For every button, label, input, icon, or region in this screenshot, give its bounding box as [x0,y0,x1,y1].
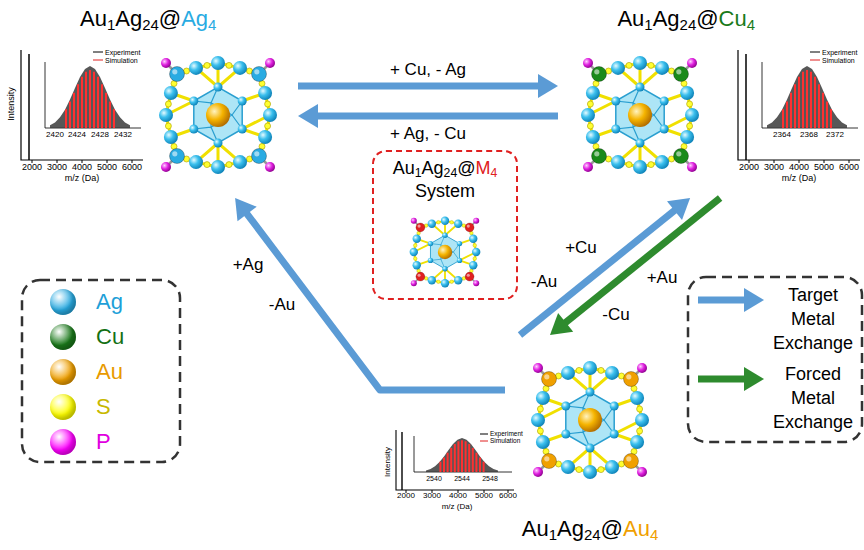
cluster-title: Au1Ag24@Au4 [522,516,658,544]
legend-text: Cu [96,325,124,349]
edge-label: +Au [645,268,680,288]
chart-label: 2368 [800,131,818,139]
legend-swatch [50,289,76,315]
chart-label: 2544 [454,475,470,482]
chart-label: 4000 [789,163,809,172]
chart-label: 5000 [814,163,834,172]
chart-label: 2372 [826,131,844,139]
exchange-label: -Au [529,272,559,292]
chart-label: m/z (Da) [442,503,473,511]
chart-label: 4000 [449,492,467,500]
chart-label: Simulation [105,57,138,64]
edge-label: +Ag [231,255,266,275]
legend-arrow-sample [698,288,764,312]
legend-swatch [50,324,76,350]
edge-label: + Ag, - Cu [388,124,468,144]
system-box: Au1Ag24@M4 System [372,150,518,300]
legend-arrow-sample [698,367,764,391]
chart-label: Intensity [384,447,392,477]
arrow-shaft [245,211,505,390]
legend-swatch [50,429,76,455]
arrow-shaft [298,83,542,90]
chart-label: 4000 [72,163,92,172]
arrow-shaft [314,112,558,119]
chart-label: Experiment [490,431,523,438]
legend-text: P [96,430,111,454]
chart-label: 2424 [68,131,86,139]
arrow-head [667,198,690,220]
legend-text: Ag [96,290,123,314]
chart-label: 3000 [47,163,67,172]
cluster-model [159,56,277,174]
mass-spectrum [21,50,143,163]
chart-label: m/z (Da) [65,174,100,183]
cluster-title: Au1Ag24@M4 System [380,158,510,203]
cluster-model [531,361,649,479]
arrow-head [550,313,573,335]
chart-label: 5000 [97,163,117,172]
exchange-arrow [550,198,720,335]
legend-text: Target Metal Exchange [770,283,856,355]
exchange-arrow [520,198,690,335]
legend-frame [688,277,862,442]
cluster-node: Au1Ag24@Au4 [505,335,675,546]
chart-label: Experiment [105,49,140,56]
exchange-label: -Au [267,295,297,315]
legend-swatch [50,359,76,385]
chart-label: Experiment [822,49,857,56]
chart-label: 2540 [426,475,442,482]
legend-text: Au [96,360,123,384]
arrow-head [298,104,318,128]
chart-label: Intensity [7,87,16,121]
chart-label: 5000 [475,492,493,500]
legend-frame [22,280,180,462]
mass-spectrum [738,50,860,163]
chart-label: 2548 [482,475,498,482]
legend-text: S [96,395,111,419]
cluster-model [581,56,699,174]
chart-label: 2432 [114,131,132,139]
chart-label: Simulation [822,57,855,64]
arrow-head [235,198,257,221]
chart-label: 2428 [91,131,109,139]
cluster-title: Au1Ag24@Ag4 [80,6,216,34]
chart-label: 2000 [397,492,415,500]
chart-label: 2000 [739,163,759,172]
cluster-node: Au1Ag24@Cu4 [558,4,765,198]
chart-label: 6000 [122,163,142,172]
chart-label: 3000 [423,492,441,500]
edge-label: +Cu [563,238,599,258]
chart-label: m/z (Da) [782,174,817,183]
arrow-head [538,74,558,98]
arrow-shaft [563,198,721,325]
edge-label: + Cu, - Ag [388,60,468,80]
chart-label: 2420 [46,131,64,139]
chart-label: 2364 [773,131,791,139]
chart-label: 3000 [764,163,784,172]
exchange-label: -Cu [600,305,631,325]
chart-label: 6000 [499,492,517,500]
legend-swatch [50,394,76,420]
cluster-model [410,217,481,288]
chart-label: 6000 [839,163,859,172]
chart-label: 2000 [22,163,42,172]
exchange-arrow [235,198,505,390]
legend-text: Forced Metal Exchange [770,362,856,434]
chart-label: Simulation [490,438,520,445]
cluster-title: Au1Ag24@Cu4 [617,6,755,34]
